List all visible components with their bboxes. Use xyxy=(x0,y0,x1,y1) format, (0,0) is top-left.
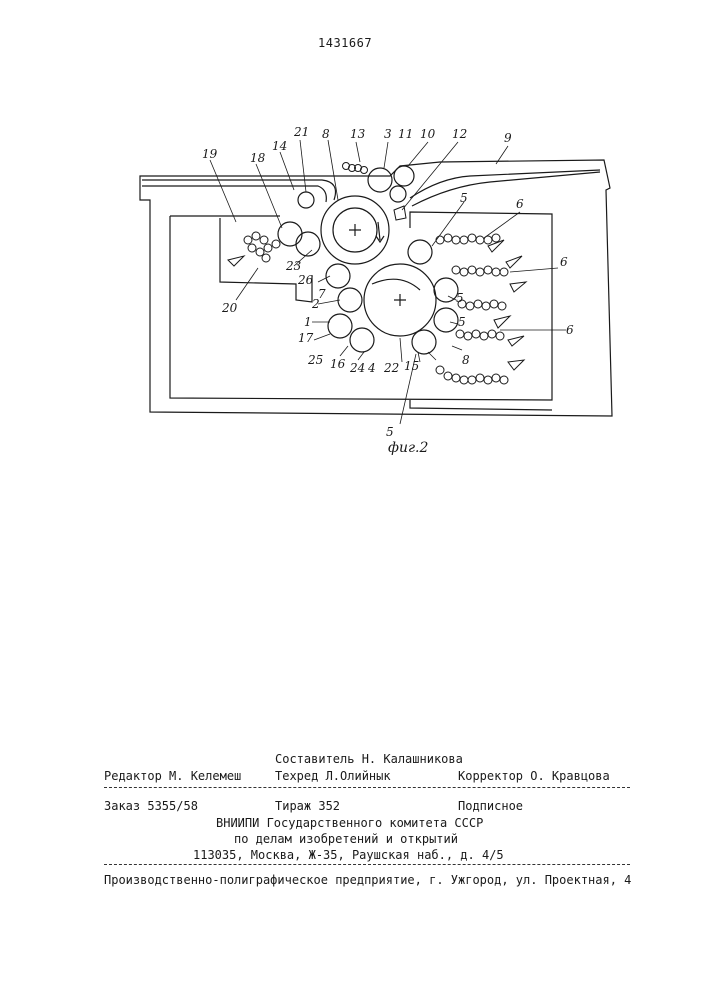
label-5: 5 xyxy=(386,425,394,439)
label-16: 16 xyxy=(330,357,346,371)
label-8: 8 xyxy=(462,353,470,367)
subscription-note: Подписное xyxy=(458,799,523,813)
print-run: Тираж 352 xyxy=(275,799,340,813)
label-5: 5 xyxy=(458,315,466,329)
order-number: Заказ 5355/58 xyxy=(104,799,198,813)
label-5: 5 xyxy=(456,291,464,305)
label-6: 6 xyxy=(560,255,568,269)
label-8: 8 xyxy=(322,127,330,141)
label-1: 1 xyxy=(304,315,312,329)
label-9: 9 xyxy=(504,131,512,145)
outer-housing xyxy=(140,160,612,416)
composer-credit: Составитель Н. Калашникова xyxy=(275,752,463,766)
label-2: 2 xyxy=(311,297,320,311)
label-14: 14 xyxy=(272,139,287,153)
label-20: 20 xyxy=(221,301,238,315)
technical-drawing: 19 18 14 21 8 13 3 11 10 12 9 5 6 6 6 5 … xyxy=(0,0,707,470)
label-21: 21 xyxy=(293,125,309,139)
label-18: 18 xyxy=(250,151,266,165)
org-line-1: ВНИИПИ Государственного комитета СССР xyxy=(216,816,483,830)
separator-line xyxy=(104,787,630,788)
label-26: 26 xyxy=(297,273,314,287)
top-guide-rail xyxy=(142,180,336,200)
editor-credit: Редактор М. Келемеш xyxy=(104,769,241,783)
label-23: 23 xyxy=(285,259,302,273)
label-24: 24 xyxy=(349,361,365,375)
label-10: 10 xyxy=(420,127,436,141)
label-5: 5 xyxy=(460,191,468,205)
org-line-2: по делам изобретений и открытий xyxy=(234,832,458,846)
part-labels: 19 18 14 21 8 13 3 11 10 12 9 5 6 6 6 5 … xyxy=(202,125,574,439)
label-13: 13 xyxy=(350,127,366,141)
label-19: 19 xyxy=(202,147,218,161)
label-11: 11 xyxy=(398,127,413,141)
corrector-credit: Корректор О. Кравцова xyxy=(458,769,610,783)
label-3: 3 xyxy=(384,127,392,141)
printer-info: Производственно-полиграфическое предприя… xyxy=(104,873,631,887)
label-17: 17 xyxy=(298,331,314,345)
org-address: 113035, Москва, Ж-35, Раушская наб., д. … xyxy=(193,848,504,862)
label-12: 12 xyxy=(452,127,467,141)
separator-line xyxy=(104,864,630,865)
label-22: 22 xyxy=(383,361,399,375)
label-6: 6 xyxy=(516,197,524,211)
label-25: 25 xyxy=(307,353,323,367)
label-4: 4 xyxy=(367,361,376,375)
leader-lines xyxy=(210,140,566,424)
label-6: 6 xyxy=(566,323,574,337)
figure-caption: фиг.2 xyxy=(388,440,428,456)
label-15: 15 xyxy=(404,359,419,373)
techred-credit: Техред Л.Олийнык xyxy=(275,769,391,783)
